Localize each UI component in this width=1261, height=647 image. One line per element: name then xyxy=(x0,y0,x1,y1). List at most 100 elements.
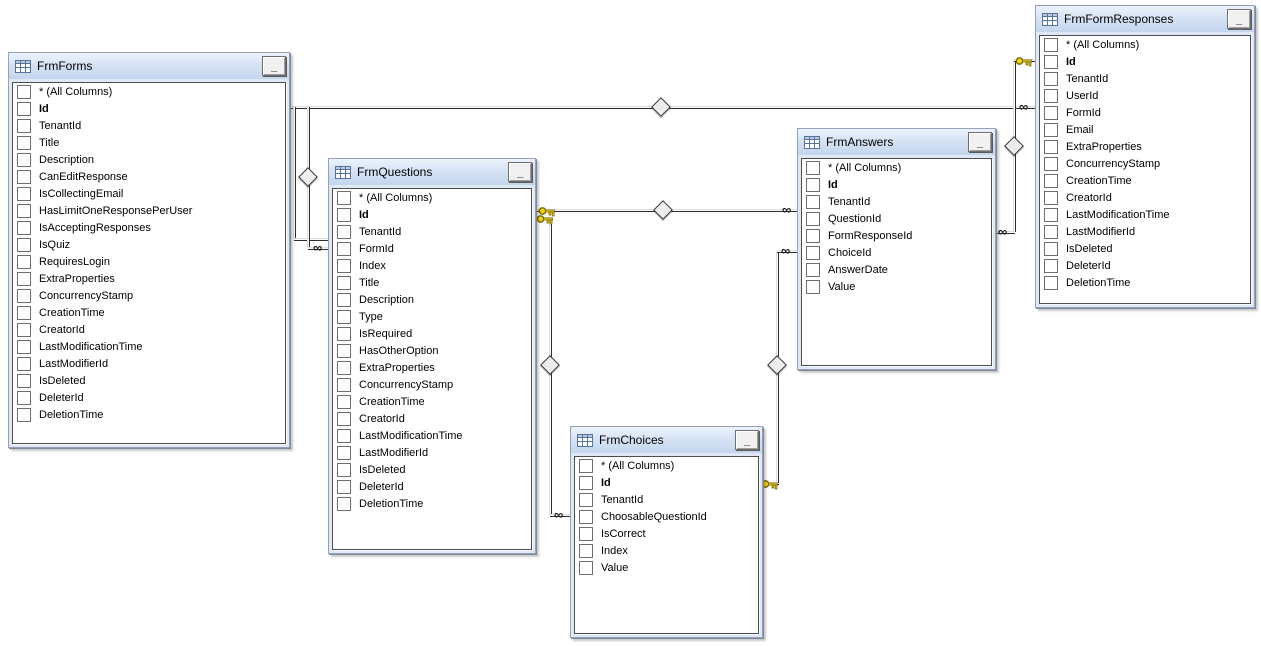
column-checkbox[interactable] xyxy=(1044,54,1058,69)
column-checkbox[interactable] xyxy=(17,118,31,133)
column-checkbox[interactable] xyxy=(806,160,820,175)
column-checkbox[interactable] xyxy=(17,339,31,354)
column-checkbox[interactable] xyxy=(337,292,351,307)
column-checkbox[interactable] xyxy=(17,169,31,184)
column-checkbox[interactable] xyxy=(337,275,351,290)
column-checkbox[interactable] xyxy=(337,258,351,273)
column-checkbox[interactable] xyxy=(337,360,351,375)
column-label: ConcurrencyStamp xyxy=(39,289,134,302)
column-checkbox[interactable] xyxy=(337,309,351,324)
column-checkbox[interactable] xyxy=(17,203,31,218)
column-checkbox[interactable] xyxy=(579,526,593,541)
column-checkbox[interactable] xyxy=(337,377,351,392)
column-checkbox[interactable] xyxy=(337,445,351,460)
table-titlebar[interactable]: FrmFormResponses_ xyxy=(1036,6,1254,32)
inner-join-diamond-icon[interactable] xyxy=(298,167,318,187)
column-checkbox[interactable] xyxy=(1044,122,1058,137)
column-checkbox[interactable] xyxy=(17,407,31,422)
column-checkbox[interactable] xyxy=(1044,173,1058,188)
column-checkbox[interactable] xyxy=(1044,88,1058,103)
column-checkbox[interactable] xyxy=(337,411,351,426)
column-checkbox[interactable] xyxy=(17,101,31,116)
inner-join-diamond-icon[interactable] xyxy=(767,355,787,375)
inner-join-diamond-icon[interactable] xyxy=(651,97,671,117)
column-checkbox[interactable] xyxy=(337,224,351,239)
column-checkbox[interactable] xyxy=(17,373,31,388)
column-checkbox[interactable] xyxy=(17,135,31,150)
inner-join-diamond-icon[interactable] xyxy=(540,355,560,375)
column-checkbox[interactable] xyxy=(17,254,31,269)
column-checkbox[interactable] xyxy=(337,207,351,222)
column-checkbox[interactable] xyxy=(579,458,593,473)
column-label: CreationTime xyxy=(359,395,425,408)
column-checkbox[interactable] xyxy=(806,194,820,209)
minimize-button[interactable]: _ xyxy=(968,132,992,152)
column-label: CreatorId xyxy=(39,323,85,336)
column-checkbox[interactable] xyxy=(17,322,31,337)
column-checkbox[interactable] xyxy=(579,509,593,524)
column-checkbox[interactable] xyxy=(806,279,820,294)
table-titlebar[interactable]: FrmForms_ xyxy=(9,53,289,79)
table-titlebar[interactable]: FrmChoices_ xyxy=(571,427,762,453)
column-checkbox[interactable] xyxy=(17,220,31,235)
column-checkbox[interactable] xyxy=(806,211,820,226)
column-checkbox[interactable] xyxy=(1044,275,1058,290)
column-checkbox[interactable] xyxy=(337,190,351,205)
column-checkbox[interactable] xyxy=(1044,190,1058,205)
column-checkbox[interactable] xyxy=(806,245,820,260)
column-row: CreationTime xyxy=(333,393,531,410)
column-row: Id xyxy=(333,206,531,223)
column-row: Id xyxy=(1040,53,1250,70)
column-label: RequiresLogin xyxy=(39,255,110,268)
column-checkbox[interactable] xyxy=(17,356,31,371)
column-checkbox[interactable] xyxy=(806,228,820,243)
column-checkbox[interactable] xyxy=(337,462,351,477)
column-checkbox[interactable] xyxy=(17,390,31,405)
table-titlebar[interactable]: FrmQuestions_ xyxy=(329,159,535,185)
column-checkbox[interactable] xyxy=(17,305,31,320)
column-checkbox[interactable] xyxy=(17,186,31,201)
minimize-button[interactable]: _ xyxy=(262,56,286,76)
column-row: LastModificationTime xyxy=(1040,206,1250,223)
primary-key-icon xyxy=(1015,54,1033,72)
column-checkbox[interactable] xyxy=(17,271,31,286)
column-checkbox[interactable] xyxy=(337,496,351,511)
table-titlebar[interactable]: FrmAnswers_ xyxy=(798,129,995,155)
column-checkbox[interactable] xyxy=(1044,105,1058,120)
column-checkbox[interactable] xyxy=(337,428,351,443)
column-checkbox[interactable] xyxy=(337,241,351,256)
column-checkbox[interactable] xyxy=(1044,37,1058,52)
column-checkbox[interactable] xyxy=(337,394,351,409)
column-checkbox[interactable] xyxy=(1044,258,1058,273)
inner-join-diamond-icon[interactable] xyxy=(653,200,673,220)
column-checkbox[interactable] xyxy=(1044,156,1058,171)
minimize-button[interactable]: _ xyxy=(508,162,532,182)
column-checkbox[interactable] xyxy=(1044,71,1058,86)
column-checkbox[interactable] xyxy=(1044,207,1058,222)
column-checkbox[interactable] xyxy=(17,152,31,167)
column-checkbox[interactable] xyxy=(579,475,593,490)
column-checkbox[interactable] xyxy=(579,492,593,507)
inner-join-diamond-icon[interactable] xyxy=(1004,136,1024,156)
column-checkbox[interactable] xyxy=(579,560,593,575)
join-line-segment-FrmChoices-FrmAnswers xyxy=(777,250,797,253)
column-checkbox[interactable] xyxy=(17,288,31,303)
column-checkbox[interactable] xyxy=(1044,241,1058,256)
join-line-segment-FrmAnswers-FrmFormResponses xyxy=(996,231,1015,234)
column-row: TenantId xyxy=(575,491,758,508)
minimize-button[interactable]: _ xyxy=(1227,9,1251,29)
column-checkbox[interactable] xyxy=(806,262,820,277)
column-row: CreatorId xyxy=(333,410,531,427)
column-checkbox[interactable] xyxy=(1044,224,1058,239)
column-checkbox[interactable] xyxy=(337,479,351,494)
column-checkbox[interactable] xyxy=(806,177,820,192)
column-checkbox[interactable] xyxy=(17,84,31,99)
column-checkbox[interactable] xyxy=(1044,139,1058,154)
column-checkbox[interactable] xyxy=(579,543,593,558)
column-row: Email xyxy=(1040,121,1250,138)
column-checkbox[interactable] xyxy=(337,326,351,341)
minimize-button[interactable]: _ xyxy=(735,430,759,450)
column-label: Id xyxy=(601,476,611,489)
column-checkbox[interactable] xyxy=(337,343,351,358)
column-checkbox[interactable] xyxy=(17,237,31,252)
